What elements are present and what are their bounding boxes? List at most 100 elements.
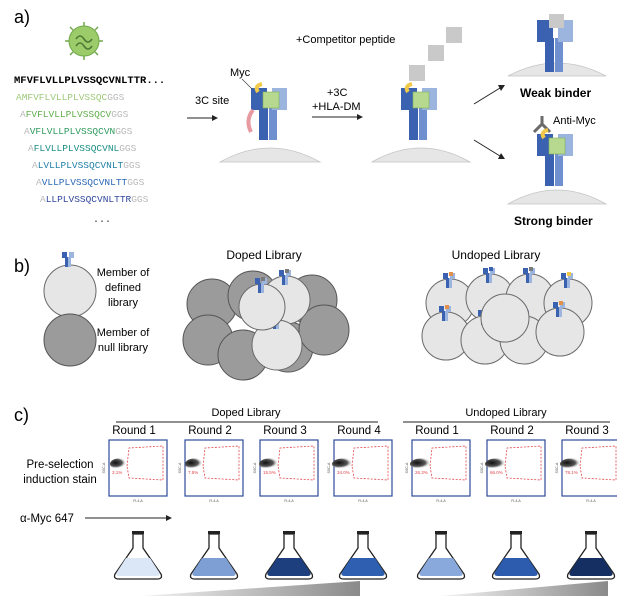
flask-culture (341, 558, 385, 576)
myc-pointer (241, 78, 253, 90)
flask-culture (267, 558, 311, 576)
peptide-prefix: A (40, 194, 46, 205)
legend-null-line1: Member of (97, 327, 151, 339)
flask-culture (419, 558, 463, 576)
culture-flask (491, 531, 541, 580)
round-label: Round 1 (415, 425, 458, 437)
peptide-sequence: ALLPLVSSQCVNLTTRGGS (40, 194, 149, 205)
virus-icon (65, 22, 103, 60)
y-axis-label: SSC-A (405, 462, 409, 473)
gate (277, 445, 315, 481)
legend-defined-line2: defined (105, 282, 141, 294)
legend-null-member (43, 313, 97, 367)
doped-library-title: Doped Library (226, 248, 301, 262)
legend-defined-line1: Member of (97, 267, 151, 279)
panel-a-label: a) (14, 7, 30, 27)
flask-culture (494, 558, 538, 576)
legend-defined-line3: library (108, 297, 138, 309)
y-axis-label: SSC-A (102, 462, 106, 473)
gate (504, 445, 542, 481)
label-hla-dm: +HLA-DM (312, 101, 361, 113)
peptide-prefix: A (36, 177, 42, 188)
3c-site-linker (246, 108, 255, 133)
peptide-prefix: A (32, 160, 38, 171)
undoped-ramp (440, 581, 608, 596)
gate (351, 445, 389, 481)
main-sequence: MFVFLVLLPLVSSQCVNLTTR... (14, 75, 165, 87)
row-label-line1: Pre-selection (26, 459, 93, 471)
myc-tag (254, 82, 263, 94)
competitor-peptides (409, 27, 462, 81)
panel-c-label: c) (14, 405, 29, 425)
peptide-list: AMFVFLVLLPLVSSQCGGSAFVFLVLLPLVSSQCVGGSAV… (16, 92, 149, 205)
undoped-library-title: Undoped Library (452, 248, 541, 262)
peptide-linker: GGS (119, 143, 136, 154)
peptide-prefix: A (28, 143, 34, 154)
peptide-core: VLLPLVSSQCVNLTT (42, 177, 128, 188)
peptide-sequence: AMFVFLVLLPLVSSQCGGS (16, 92, 125, 103)
event-cloud (332, 458, 360, 470)
culture-flasks (113, 531, 616, 580)
row-label-line2: induction stain (23, 474, 97, 486)
doped-library-label: Doped Library (211, 407, 281, 419)
defined-library-cell (535, 301, 585, 357)
construct-weak-binder (507, 14, 607, 77)
label-3c: +3C (327, 87, 348, 99)
flow-plot: Round 4 34.0% FL4-A SSC-A (327, 425, 393, 503)
flask-culture (192, 558, 236, 576)
anti-myc-label: Anti-Myc (553, 115, 596, 127)
doped-library-cluster (182, 269, 350, 381)
gate (126, 445, 164, 481)
peptide-sequence: AVFLVLLPLVSSQCVNGGS (24, 126, 133, 137)
construct-strong-binder (506, 128, 608, 205)
gate-percent: 26.3% (415, 470, 428, 475)
peptide-sequence: AVLLPLVSSQCVNLTTGGS (36, 177, 145, 188)
peptide-ellipsis: ... (93, 215, 111, 226)
reaction-arrow (312, 114, 363, 120)
y-axis-label: SSC-A (480, 462, 484, 473)
y-axis-label: SSC-A (327, 462, 331, 473)
round-label: Round 2 (188, 425, 231, 437)
amyc-label: α-Myc 647 (20, 513, 74, 525)
event-cloud (485, 458, 513, 470)
weak-binder-label: Weak binder (520, 86, 591, 100)
undoped-library-cluster (421, 267, 593, 365)
round-label: Round 3 (565, 425, 608, 437)
round-label: Round 1 (112, 425, 155, 437)
round-label: Round 4 (337, 425, 381, 437)
x-axis-label: FL4-A (586, 499, 596, 503)
defined-library-cell (238, 277, 286, 331)
gate (429, 445, 467, 481)
construct-initial (218, 82, 322, 163)
peptide-prefix: A (20, 109, 26, 120)
culture-flask (416, 531, 466, 580)
x-axis-label: FL4-A (284, 499, 294, 503)
peptide-linker: GGS (115, 126, 132, 137)
competitor-label: +Competitor peptide (296, 34, 395, 46)
culture-flask (113, 531, 163, 580)
flow-plot: Round 1 3.1% FL4-A SSC-A (102, 425, 168, 503)
culture-flask (566, 531, 616, 580)
event-cloud (185, 458, 209, 470)
gate-percent: 78.1% (565, 470, 578, 475)
peptide-core: LLPLVSSQCVNLTTR (46, 194, 132, 205)
gate-percent: 34.0% (337, 470, 350, 475)
y-axis-label: SSC-A (253, 462, 257, 473)
x-axis-label: FL4-A (358, 499, 368, 503)
gate-percent: 7.5% (188, 470, 198, 475)
null-library-cell (298, 304, 350, 356)
gate-percent: 3.1% (112, 470, 122, 475)
peptide-linker: GGS (111, 109, 128, 120)
x-axis-label: FL4-A (133, 499, 143, 503)
flask-culture (116, 558, 160, 576)
undoped-library-label: Undoped Library (465, 407, 547, 419)
doped-ramp (140, 581, 360, 596)
gate-percent: 66.0% (490, 470, 503, 475)
defined-library-cell (480, 293, 530, 343)
arrow-to-construct (187, 115, 218, 121)
flask-culture (569, 558, 613, 576)
